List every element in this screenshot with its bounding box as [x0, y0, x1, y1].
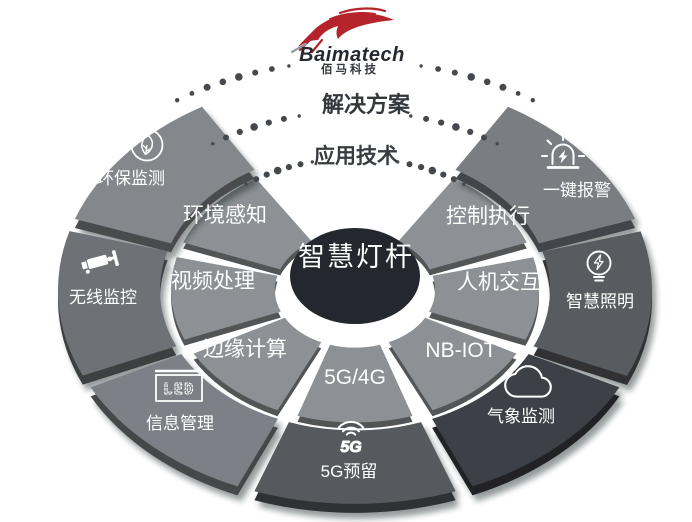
inner-label-video-processing: 视频处理	[171, 270, 255, 293]
arc-dot-1	[495, 142, 499, 146]
arc-label-applied-tech: 应用技术	[314, 144, 398, 168]
led-screen-icon: LED	[154, 369, 204, 402]
arc-dot-2	[406, 161, 413, 168]
arc-dot-2	[310, 160, 314, 164]
arc-dot-2	[450, 176, 457, 183]
arc-dot-0	[467, 73, 476, 81]
arc-dot-2	[440, 171, 447, 178]
inner-label-control-exec: 控制执行	[446, 205, 530, 228]
arc-dot-1	[236, 128, 243, 135]
arc-dot-1	[211, 142, 215, 146]
arc-dot-2	[253, 176, 260, 183]
outer-segment-weather-monitoring	[432, 354, 620, 487]
arc-dot-1	[250, 123, 258, 131]
arc-label-solutions: 解决方案	[322, 92, 411, 117]
cloud-icon	[504, 365, 552, 398]
outer-segment-smart-lighting	[533, 231, 653, 376]
outer-label-wireless-monitoring: 无线监控	[69, 288, 137, 307]
dotted-arcs	[175, 64, 535, 186]
arc-dot-2	[285, 164, 292, 171]
alarm-icon	[541, 134, 585, 169]
outer-ring	[57, 106, 653, 513]
inner-ring	[171, 178, 539, 429]
arc-dot-2	[244, 182, 248, 186]
outer-segment-5g-reserved	[254, 422, 456, 504]
arc-dot-2	[428, 166, 437, 175]
arc-dot-0	[287, 64, 291, 68]
arc-dot-1	[423, 115, 430, 122]
inner-segment-env-sensing	[183, 178, 312, 270]
arc-dot-0	[451, 69, 458, 76]
arc-dot-0	[269, 66, 275, 72]
outer-label-info-management: 信息管理	[146, 414, 214, 433]
outer-label-5g-reserved: 5G预留	[321, 462, 378, 481]
arc-dot-1	[223, 134, 229, 141]
outer-label-one-key-alarm: 一键报警	[543, 181, 611, 200]
arc-dot-0	[189, 91, 195, 96]
arc-dot-2	[297, 161, 304, 168]
inner-label-hmi: 人机交互	[457, 271, 541, 294]
arc-dot-2	[263, 171, 270, 178]
5g-signal-icon: 5G	[337, 421, 365, 457]
outer-label-weather-monitoring: 气象监测	[487, 407, 555, 426]
outer-segment-env-monitoring	[74, 106, 255, 244]
arc-dot-0	[175, 98, 180, 103]
inner-segment-control-exec	[398, 178, 527, 270]
brand-name: Baimatech	[299, 44, 405, 66]
arc-dot-0	[252, 69, 259, 76]
outer-label-env-monitoring: 环保监测	[97, 169, 165, 188]
center-hub	[290, 228, 420, 324]
inner-segment-video-processing	[171, 257, 281, 340]
leaf-icon	[130, 128, 164, 162]
inner-segment-5g-4g	[297, 344, 413, 423]
arc-dot-0	[515, 91, 521, 96]
arc-dot-1	[280, 115, 287, 122]
inner-segment-edge-computing	[193, 317, 322, 411]
arc-dot-2	[273, 166, 282, 175]
arc-dot-1	[409, 114, 413, 118]
5g-icon-text: 5G	[340, 439, 361, 456]
arc-dot-2	[462, 182, 466, 186]
arc-dot-1	[297, 114, 301, 118]
bulb-icon	[586, 250, 612, 282]
inner-segment-hmi	[429, 257, 539, 340]
arc-dot-2	[418, 164, 425, 171]
arc-dot-0	[499, 83, 507, 91]
led-icon-text: LED	[163, 380, 195, 398]
inner-segment-nb-iot	[388, 317, 517, 411]
arc-dot-2	[396, 160, 400, 164]
cctv-camera-icon	[81, 250, 120, 274]
arc-dot-1	[481, 134, 487, 141]
arc-dot-1	[438, 119, 445, 126]
arc-dot-0	[203, 83, 211, 91]
inner-label-edge-computing: 边缘计算	[203, 338, 287, 361]
arc-dot-0	[435, 66, 441, 72]
inner-label-5g-4g: 5G/4G	[324, 366, 386, 389]
outer-label-smart-lighting: 智慧照明	[566, 292, 634, 311]
center-label: 智慧灯杆	[298, 242, 414, 272]
brand-name-cn: 佰马科技	[321, 62, 379, 76]
outer-segment-one-key-alarm	[455, 106, 636, 244]
arc-dot-1	[265, 119, 272, 126]
arc-dot-1	[467, 128, 474, 135]
brand-logo: Baimatech 佰马科技	[290, 7, 405, 76]
horse-logo-icon	[290, 7, 394, 54]
arc-dot-0	[530, 98, 535, 103]
arc-dot-1	[452, 123, 460, 131]
arc-dot-0	[235, 73, 243, 81]
arc-dot-0	[219, 78, 227, 86]
arc-dot-0	[483, 78, 491, 86]
inner-label-nb-iot: NB-IOT	[425, 339, 496, 362]
outer-segment-info-management	[90, 354, 278, 487]
inner-label-env-sensing: 环境感知	[183, 204, 267, 227]
arc-dot-0	[419, 64, 423, 68]
